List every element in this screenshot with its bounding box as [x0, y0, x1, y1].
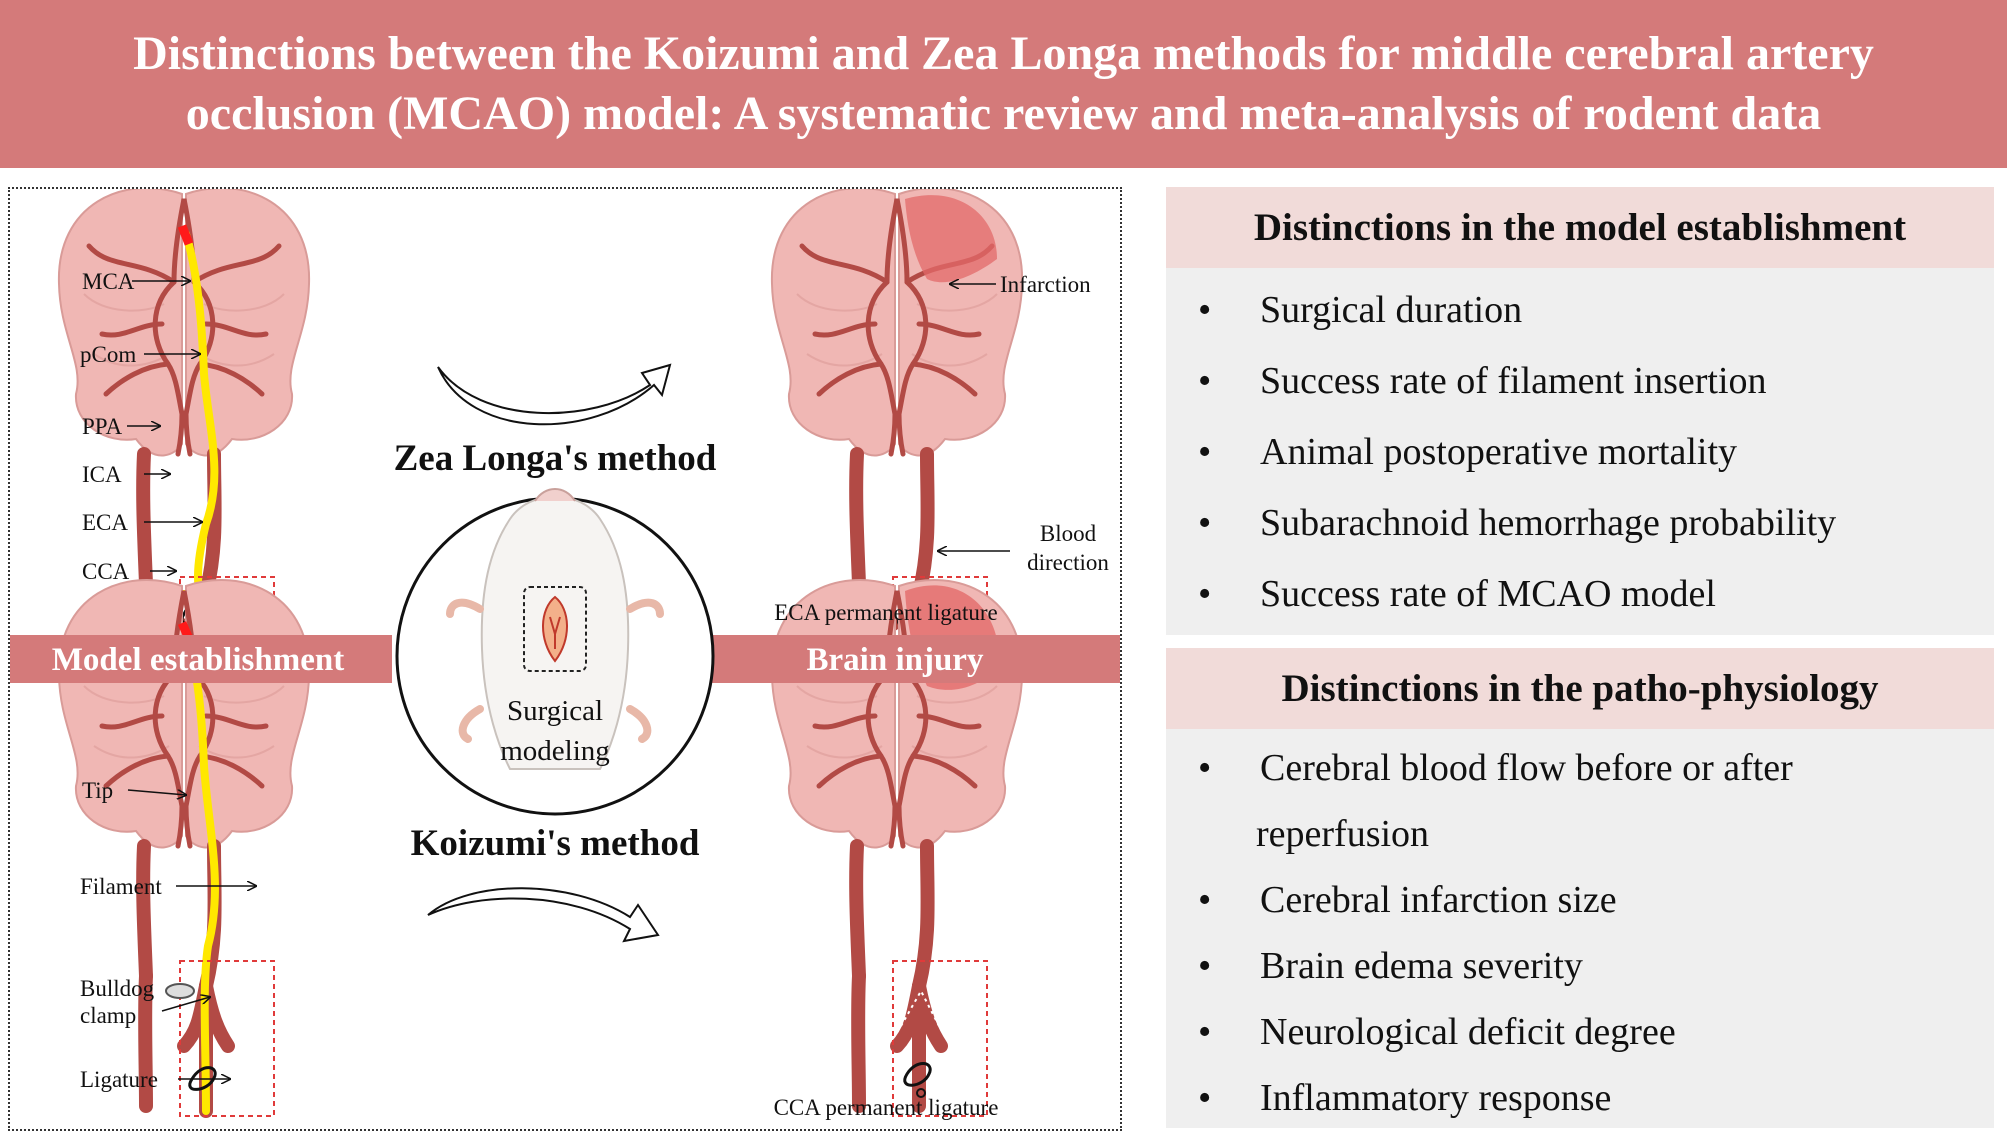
section2-item: Cerebral blood flow before or after	[1166, 735, 1994, 801]
bottom-left-labels: Tip Filament Bulldog clamp Ligature	[80, 778, 256, 1092]
brain-injury-band: Brain injury	[698, 635, 1120, 683]
model-establishment-band: Model establishment	[10, 635, 392, 683]
section1-item: Success rate of filament insertion	[1166, 346, 1994, 417]
section2-item: Neurological deficit degree	[1166, 999, 1994, 1065]
section1-item: Subarachnoid hemorrhage probability	[1166, 488, 1994, 559]
section1-heading: Distinctions in the model establishment	[1253, 206, 1907, 249]
section1-heading-box: Distinctions in the model establishment	[1166, 187, 1994, 268]
surgical-modeling-circle: Surgical modeling	[395, 488, 715, 816]
section1-body: Surgical duration Success rate of filame…	[1166, 268, 1994, 635]
label-filament: Filament	[80, 874, 162, 899]
right-labels: Infarction Blood direction ECA permanent…	[774, 272, 1110, 1120]
label-ica: ICA	[82, 462, 122, 487]
infarct-area-top	[905, 195, 997, 283]
diagram-panel: MCA pCom PPA ICA ECA CCA Tip Filament Bu…	[8, 187, 1122, 1131]
label-clamp: clamp	[80, 1003, 136, 1028]
method-arrows	[427, 363, 672, 943]
section1-list: Surgical duration Success rate of filame…	[1166, 268, 1994, 630]
title-banner: Distinctions between the Koizumi and Zea…	[0, 0, 2007, 168]
section2-heading: Distinctions in the patho-physiology	[1281, 667, 1879, 710]
label-surgical: Surgical	[507, 695, 603, 727]
section2-heading-box: Distinctions in the patho-physiology	[1166, 648, 1994, 729]
label-bulldog: Bulldog	[80, 976, 155, 1001]
section2-item: Inflammatory response	[1166, 1065, 1994, 1131]
label-blood: Blood	[1040, 521, 1097, 546]
section1-item: Animal postoperative mortality	[1166, 417, 1994, 488]
section2-list: Cerebral blood flow before or after repe…	[1166, 729, 1994, 1131]
label-mca: MCA	[82, 269, 135, 294]
section2-body: Cerebral blood flow before or after repe…	[1166, 729, 1994, 1131]
arrow-zea-longa	[437, 363, 672, 426]
label-direction: direction	[1027, 550, 1109, 575]
label-ppa: PPA	[82, 414, 122, 439]
label-koizumi: Koizumi's method	[411, 823, 700, 864]
brain-bottom-left	[59, 580, 309, 1118]
rat-illustration	[446, 488, 664, 770]
diagram-svg: MCA pCom PPA ICA ECA CCA Tip Filament Bu…	[10, 189, 1120, 1120]
label-ligature: Ligature	[80, 1067, 158, 1092]
page-title: Distinctions between the Koizumi and Zea…	[133, 27, 1874, 140]
label-pcom: pCom	[80, 342, 136, 367]
label-eca: ECA	[82, 510, 128, 535]
label-modeling: modeling	[500, 735, 610, 767]
label-tip: Tip	[82, 778, 113, 803]
label-infarction: Infarction	[1000, 272, 1091, 297]
section2-item-continuation: reperfusion	[1256, 813, 1430, 855]
label-zea-longa: Zea Longa's method	[394, 438, 717, 479]
label-brain-injury: Brain injury	[807, 642, 984, 678]
label-model-establishment: Model establishment	[52, 642, 344, 678]
section2-item: Cerebral infarction size	[1166, 867, 1994, 933]
label-eca-ligature: ECA permanent ligature	[774, 600, 998, 625]
top-left-labels: MCA pCom PPA ICA ECA CCA	[80, 269, 202, 584]
section2-item: Brain edema severity	[1166, 933, 1994, 999]
section1-item: Surgical duration	[1166, 275, 1994, 346]
label-cca: CCA	[82, 559, 130, 584]
label-cca-ligature: CCA permanent ligature	[774, 1095, 999, 1120]
arrow-koizumi	[427, 887, 660, 943]
section1-item: Success rate of MCAO model	[1166, 559, 1994, 630]
